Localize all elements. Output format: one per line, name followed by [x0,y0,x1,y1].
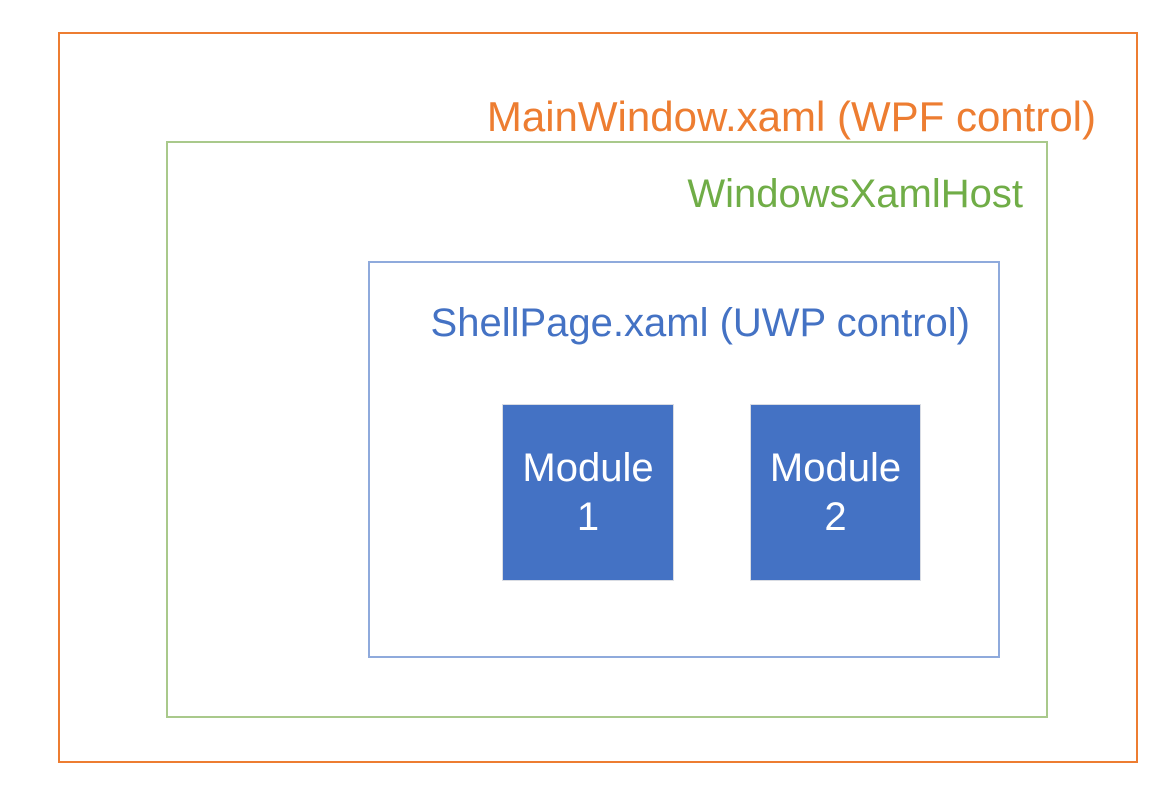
layer-box-wpf-mainwindow: MainWindow.xaml (WPF control) [58,32,1138,763]
layer-label-wpf-mainwindow: MainWindow.xaml (WPF control) [486,93,1096,140]
layer-label-uwp-shellpage: ShellPage.xaml (UWP control) [430,301,970,345]
module-tile-1-line2: 1 [576,494,600,539]
module-tile-2: Module 2 [750,404,921,581]
module-tile-2-line1: Module [769,445,902,490]
layer-label-windowsxamlhost: WindowsXamlHost [687,172,1023,216]
module-tile-1-line1: Module [522,445,654,490]
layer-box-uwp-shellpage: ShellPage.xaml (UWP control) [368,261,1000,658]
module-tile-2-line2: 2 [824,494,847,539]
module-tile-1: Module 1 [502,404,674,581]
layer-box-windowsxamlhost: WindowsXamlHost [166,141,1048,718]
